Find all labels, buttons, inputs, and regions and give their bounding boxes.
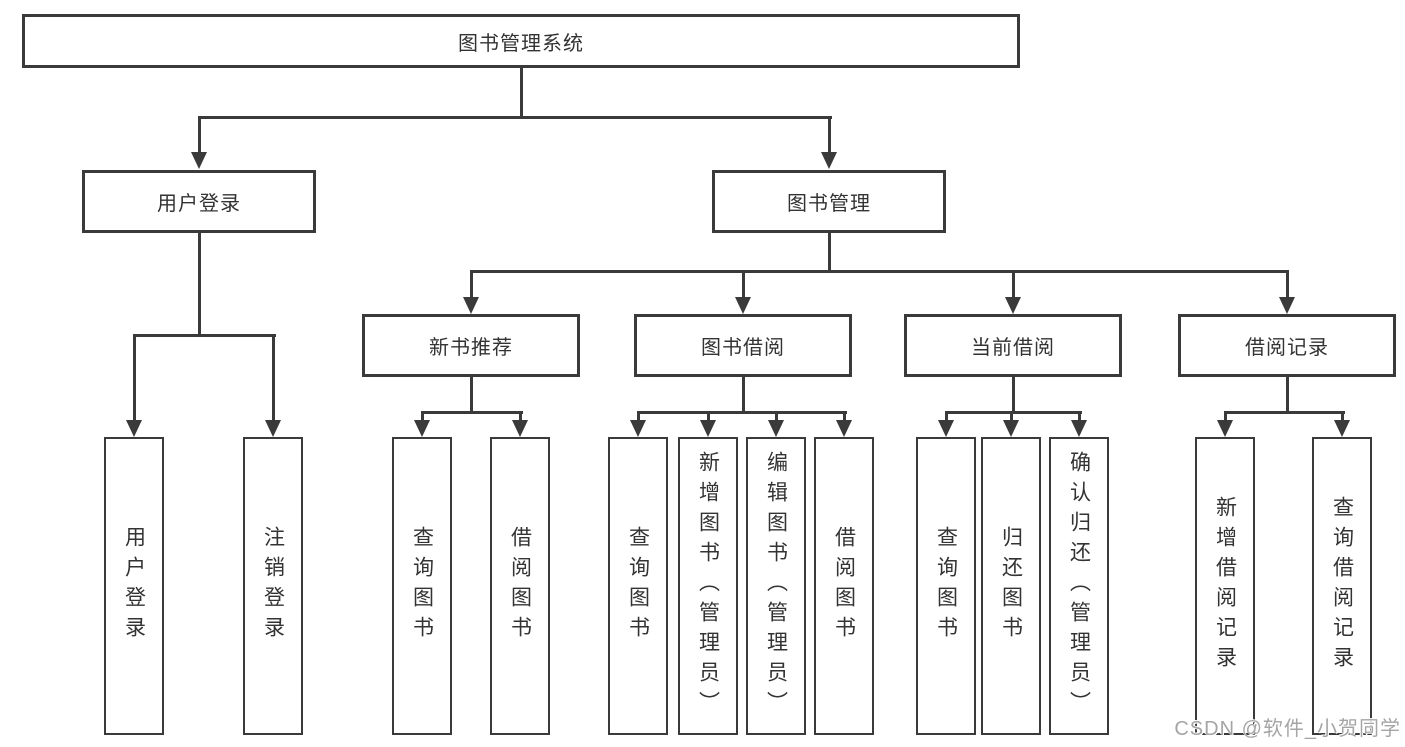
connector-line — [1285, 269, 1289, 298]
arrow-down-icon — [1003, 420, 1019, 437]
connector-line — [741, 269, 745, 298]
leaf-return-books: 归还图书 — [981, 437, 1041, 735]
connector-line — [842, 410, 846, 422]
connector-line — [519, 68, 523, 117]
connector-line — [1009, 410, 1013, 422]
arrow-down-icon — [938, 420, 954, 437]
arrow-down-icon — [414, 420, 430, 437]
connector-line — [271, 333, 275, 421]
connector-line — [1285, 377, 1289, 414]
leaf-label: 归还图书 — [999, 526, 1023, 646]
connector-line — [132, 333, 136, 421]
connector-line — [1223, 410, 1227, 422]
connector-line — [944, 410, 1082, 414]
arrow-down-icon — [1217, 420, 1233, 437]
arrow-down-icon — [821, 152, 837, 169]
node-user-login: 用户登录 — [82, 170, 316, 233]
node-label: 图书管理系统 — [458, 32, 584, 55]
node-borrowing-records: 借阅记录 — [1178, 314, 1396, 377]
connector-line — [1077, 410, 1081, 422]
leaf-label: 查询借阅记录 — [1330, 496, 1354, 676]
leaf-confirm-return-admin: 确认归还（管理员） — [1049, 437, 1109, 735]
node-label: 当前借阅 — [971, 337, 1055, 359]
leaf-label: 编辑图书（管理员） — [764, 451, 788, 721]
arrow-down-icon — [836, 420, 852, 437]
connector-line — [741, 377, 745, 414]
node-book-management: 图书管理 — [712, 170, 946, 233]
connector-line — [197, 115, 832, 119]
node-library-management-system: 图书管理系统 — [22, 14, 1020, 68]
leaf-label: 借阅图书 — [508, 526, 532, 646]
arrow-down-icon — [512, 420, 528, 437]
connector-line — [420, 410, 424, 422]
arrow-down-icon — [265, 420, 281, 437]
connector-line — [420, 410, 523, 414]
leaf-edit-books-admin: 编辑图书（管理员） — [746, 437, 806, 735]
connector-line — [636, 410, 847, 414]
node-label: 用户登录 — [157, 193, 241, 215]
leaf-query-books-borrowing: 查询图书 — [608, 437, 668, 735]
leaf-label: 新增借阅记录 — [1213, 496, 1237, 676]
leaf-add-borrow-record: 新增借阅记录 — [1195, 437, 1255, 735]
leaf-borrow-books-recommend: 借阅图书 — [490, 437, 550, 735]
arrow-down-icon — [1071, 420, 1087, 437]
arrow-down-icon — [735, 297, 751, 314]
connector-line — [1223, 410, 1345, 414]
leaf-add-books-admin: 新增图书（管理员） — [678, 437, 738, 735]
arrow-down-icon — [1005, 297, 1021, 314]
connector-line — [827, 233, 831, 273]
arrow-down-icon — [126, 420, 142, 437]
leaf-user-login: 用户登录 — [104, 437, 164, 735]
arrow-down-icon — [463, 297, 479, 314]
leaf-borrow-books-borrowing: 借阅图书 — [814, 437, 874, 735]
connector-line — [132, 333, 276, 337]
arrow-down-icon — [1279, 297, 1295, 314]
leaf-label: 新增图书（管理员） — [696, 451, 720, 721]
connector-line — [469, 269, 1289, 273]
leaf-query-books-current: 查询图书 — [916, 437, 976, 735]
node-label: 新书推荐 — [429, 337, 513, 359]
connector-line — [518, 410, 522, 422]
csdn-watermark: CSDN @软件_小贺同学 — [1174, 718, 1401, 740]
connector-line — [1011, 377, 1015, 414]
connector-line — [469, 269, 473, 298]
connector-line — [774, 410, 778, 422]
leaf-label: 借阅图书 — [832, 526, 856, 646]
arrow-down-icon — [700, 420, 716, 437]
connector-line — [636, 410, 640, 422]
leaf-query-borrow-record: 查询借阅记录 — [1312, 437, 1372, 735]
connector-line — [706, 410, 710, 422]
arrow-down-icon — [768, 420, 784, 437]
node-new-book-recommendation: 新书推荐 — [362, 314, 580, 377]
leaf-logout: 注销登录 — [243, 437, 303, 735]
connector-line — [469, 377, 473, 414]
arrow-down-icon — [191, 152, 207, 169]
connector-line — [1340, 410, 1344, 422]
leaf-label: 用户登录 — [122, 526, 146, 646]
node-label: 图书管理 — [787, 193, 871, 215]
leaf-label: 查询图书 — [934, 526, 958, 646]
arrow-down-icon — [1334, 420, 1350, 437]
connector-line — [827, 115, 831, 154]
connector-line — [944, 410, 948, 422]
connector-line — [197, 233, 201, 336]
leaf-label: 确认归还（管理员） — [1067, 451, 1091, 721]
leaf-label: 注销登录 — [261, 526, 285, 646]
node-label: 图书借阅 — [701, 337, 785, 359]
leaf-label: 查询图书 — [410, 526, 434, 646]
leaf-query-books-recommend: 查询图书 — [392, 437, 452, 735]
connector-line — [197, 115, 201, 154]
arrow-down-icon — [630, 420, 646, 437]
node-label: 借阅记录 — [1245, 337, 1329, 359]
connector-line — [1011, 269, 1015, 298]
leaf-label: 查询图书 — [626, 526, 650, 646]
node-current-borrowing: 当前借阅 — [904, 314, 1122, 377]
node-book-borrowing: 图书借阅 — [634, 314, 852, 377]
